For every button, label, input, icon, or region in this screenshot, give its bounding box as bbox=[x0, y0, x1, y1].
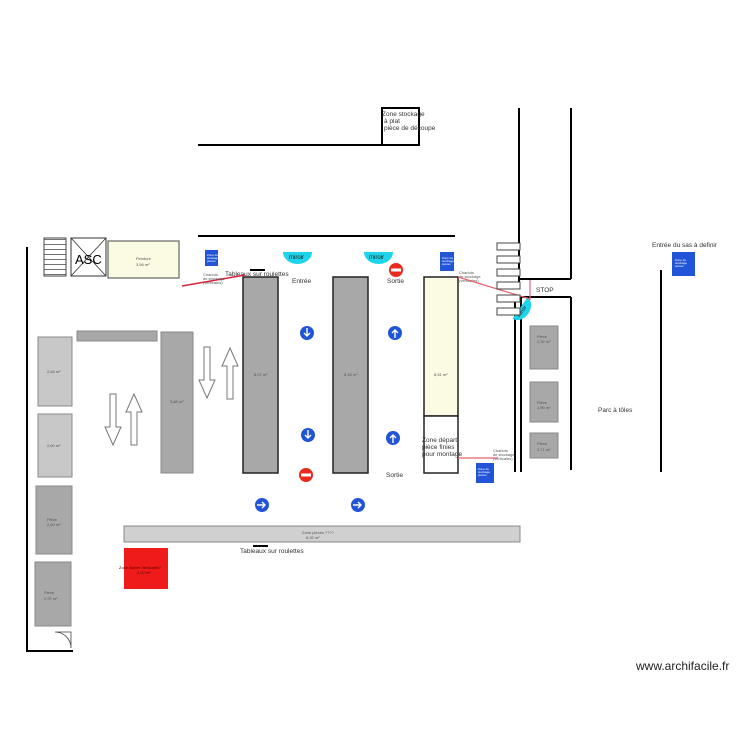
zone-pieces-area: 6,92 m² bbox=[306, 535, 320, 540]
stop-label: STOP bbox=[536, 287, 554, 294]
door-arc bbox=[54, 631, 72, 649]
arrow-down-sign-icon bbox=[300, 326, 314, 340]
red-zone bbox=[124, 548, 168, 589]
sortie-top-label: Sortie bbox=[387, 278, 404, 285]
entree-label: Entrée bbox=[292, 278, 312, 285]
left-zone-1-area: 2,84 m² bbox=[47, 369, 61, 374]
red-zone-area: 2,00 m² bbox=[137, 570, 151, 575]
rack-2 bbox=[332, 276, 369, 474]
top-shelf-bar bbox=[76, 330, 158, 342]
mirror-icon-1 bbox=[283, 252, 312, 264]
left-zone-1 bbox=[37, 336, 73, 407]
arrow-up-sign-icon bbox=[388, 326, 402, 340]
left-zone-2 bbox=[37, 413, 73, 478]
zone-stockage-box bbox=[381, 107, 420, 146]
arrow-right-sign-icon bbox=[255, 498, 269, 512]
mirror-icon-2 bbox=[364, 252, 393, 264]
archifacile-watermark: www.archifacile.fr bbox=[636, 659, 730, 673]
right-zone-1-label: Pièce bbox=[537, 334, 548, 339]
tableaux-bottom-label: Tableaux sur roulettes bbox=[240, 548, 304, 555]
sortie-bottom-label: Sortie bbox=[386, 472, 403, 479]
walls bbox=[26, 108, 662, 652]
zone-pieces-label: Zone pièces ???? bbox=[302, 530, 335, 535]
arrow-right-sign-icon bbox=[351, 498, 365, 512]
rack-1-area: 8,07 m² bbox=[254, 372, 268, 377]
peinture-label: Peinture bbox=[136, 256, 152, 261]
rack-3-area: 8,51 m² bbox=[434, 372, 448, 377]
peinture-area: 3,56 m² bbox=[136, 262, 150, 267]
right-zone-3-area: 2,71 m² bbox=[537, 447, 551, 452]
peinture-zone bbox=[107, 240, 180, 279]
rack-3 bbox=[423, 276, 459, 417]
zone-stockage-label: Zone stockage à plat pièce de découpe bbox=[382, 111, 436, 132]
right-zone-1-area: 2,32 m² bbox=[537, 339, 551, 344]
right-zone-3-label: Pièce bbox=[537, 441, 548, 446]
mirror-label-1: miroir bbox=[289, 255, 304, 261]
parc-toles-label: Parc à tôles bbox=[598, 407, 633, 414]
left-zone-3 bbox=[35, 485, 73, 555]
left-zone-3-label: Pièce bbox=[47, 517, 58, 522]
center-block bbox=[160, 331, 194, 474]
arrow-down-icon bbox=[198, 346, 216, 400]
arrow-down-icon bbox=[104, 393, 122, 447]
rack-1 bbox=[242, 276, 279, 474]
left-zone-2-area: 2,60 m² bbox=[47, 443, 61, 448]
left-zone-4-label: Pièce bbox=[44, 590, 55, 595]
rack-2-area: 8,43 m² bbox=[344, 372, 358, 377]
zone-depart-box bbox=[423, 415, 459, 474]
annotation-line-red bbox=[181, 274, 246, 287]
arrow-down-sign-icon bbox=[301, 428, 315, 442]
arrow-up-icon bbox=[125, 392, 143, 446]
right-zone-1 bbox=[529, 325, 559, 370]
sas-shelves bbox=[496, 242, 521, 316]
no-entry-icon bbox=[389, 263, 403, 277]
asc-label: ASC bbox=[75, 252, 102, 267]
arrow-up-icon bbox=[221, 346, 239, 400]
stairs bbox=[43, 237, 67, 277]
right-zone-3 bbox=[529, 432, 559, 459]
left-zone-4-area: 2,97 m² bbox=[44, 596, 58, 601]
right-zone-2-label: Pièce bbox=[537, 400, 548, 405]
no-entry-icon bbox=[299, 468, 313, 482]
left-zone-3-area: 2,60 m² bbox=[47, 522, 61, 527]
right-zone-2-area: 1,90 m² bbox=[537, 405, 551, 410]
left-zone-4 bbox=[34, 561, 72, 627]
mirror-label-2: miroir bbox=[369, 255, 384, 261]
zone-pieces-bar bbox=[123, 525, 521, 543]
arrow-up-sign-icon bbox=[386, 431, 400, 445]
red-zone-label: Zone Atelier Verticalité? bbox=[119, 565, 162, 570]
entree-sas-label: Entrée du sas à definir bbox=[652, 242, 718, 249]
zone-depart-label: Zone départ pièce finies pour montage bbox=[422, 437, 462, 458]
tableaux-top-label: Tableaux sur roulettes bbox=[225, 271, 289, 278]
right-zone-2 bbox=[529, 381, 559, 423]
center-block-area: 3,88 m² bbox=[170, 399, 184, 404]
